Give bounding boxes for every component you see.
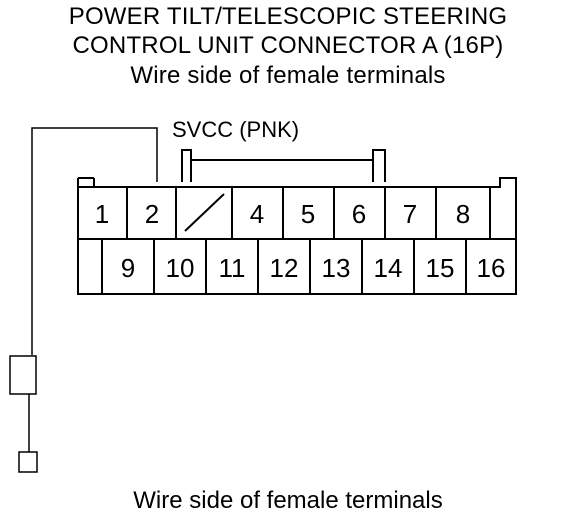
pin-number: 2 [145, 199, 159, 229]
pin-number: 8 [456, 199, 470, 229]
pin-number: 9 [121, 253, 135, 283]
wire-label-svcc: SVCC (PNK) [172, 117, 299, 142]
connector-outline [77, 177, 517, 295]
lock-tab [181, 149, 386, 182]
caption: Wire side of female terminals [133, 487, 443, 514]
pin-number: 11 [219, 253, 246, 283]
pin-number: 4 [250, 199, 264, 229]
probe-box-lower [18, 451, 38, 473]
pin-number: 1 [95, 199, 109, 229]
pin-number: 16 [477, 253, 506, 283]
title-line-1: POWER TILT/TELESCOPIC STEERING [68, 3, 508, 30]
pin-number: 7 [403, 199, 417, 229]
top-row-dividers [126, 187, 491, 239]
pin-number: 5 [301, 199, 315, 229]
title-line-2: CONTROL UNIT CONNECTOR A (16P) [72, 32, 504, 59]
pin-number: 10 [166, 253, 195, 283]
pin-number: 6 [352, 199, 366, 229]
bottom-row-dividers [101, 239, 467, 294]
connector-outline-top [77, 178, 490, 188]
probe-box-upper [9, 355, 37, 395]
pin-number: 14 [374, 253, 403, 283]
title-line-3: Wire side of female terminals [130, 62, 446, 89]
probe-wire [31, 127, 158, 355]
pin-number: 15 [426, 253, 455, 283]
pin-number: 12 [270, 253, 299, 283]
pin-number: 13 [322, 253, 351, 283]
empty-cavity-slash [184, 193, 225, 232]
